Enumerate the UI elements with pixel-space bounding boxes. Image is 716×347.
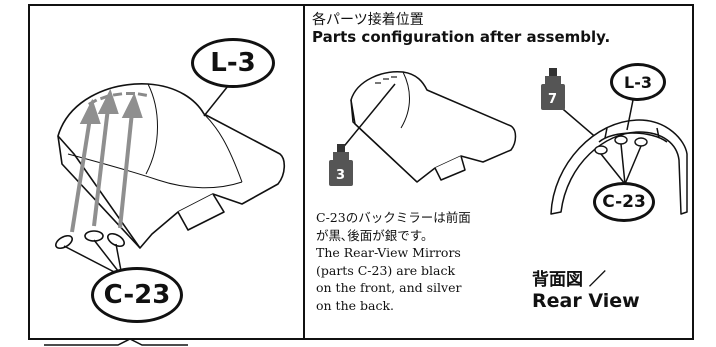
assembly-illustration <box>55 83 286 277</box>
title-english: Parts configuration after assembly. <box>312 28 611 46</box>
note-line: が黒､後面が銀です。 <box>316 227 434 243</box>
instruction-frame <box>28 4 694 340</box>
configuration-illustration: 3 7 <box>329 68 688 215</box>
note-line: C-23のバックミラーは前面 <box>316 210 471 225</box>
note-line: on the back. <box>316 297 394 313</box>
note-line: on the front, and silver <box>316 280 462 295</box>
panel-divider <box>303 4 305 340</box>
mirror-note: C-23のバックミラーは前面 が黒､後面が銀です。 The Rear-View … <box>316 209 476 314</box>
callout-l3-right: L-3 <box>610 63 666 101</box>
note-line: (parts C-23) are black <box>316 262 456 278</box>
paint-bottle-left: 3 <box>329 83 396 186</box>
bottom-tab <box>44 339 188 346</box>
paint-bottle-right: 7 <box>541 68 600 141</box>
callout-c23-right: C-23 <box>593 182 655 222</box>
note-line: The Rear-View Mirrors <box>316 245 461 260</box>
rear-view-label-jp: 背面図 ／ <box>532 270 606 290</box>
assembly-arrows <box>70 88 143 233</box>
paint-number-right: 7 <box>548 92 557 107</box>
body-part-small <box>350 71 517 183</box>
body-part-drawing <box>57 83 286 249</box>
callout-l3-left: L-3 <box>191 38 275 88</box>
mirror-parts <box>55 230 125 250</box>
rear-view-label-en: Rear View <box>532 290 640 312</box>
rear-leader-lines <box>600 99 642 185</box>
callout-c23-left: C-23 <box>91 267 183 323</box>
title-japanese: 各パーツ接着位置 <box>312 12 424 28</box>
mirror-holes-small <box>375 76 397 84</box>
paint-number-left: 3 <box>336 168 345 183</box>
